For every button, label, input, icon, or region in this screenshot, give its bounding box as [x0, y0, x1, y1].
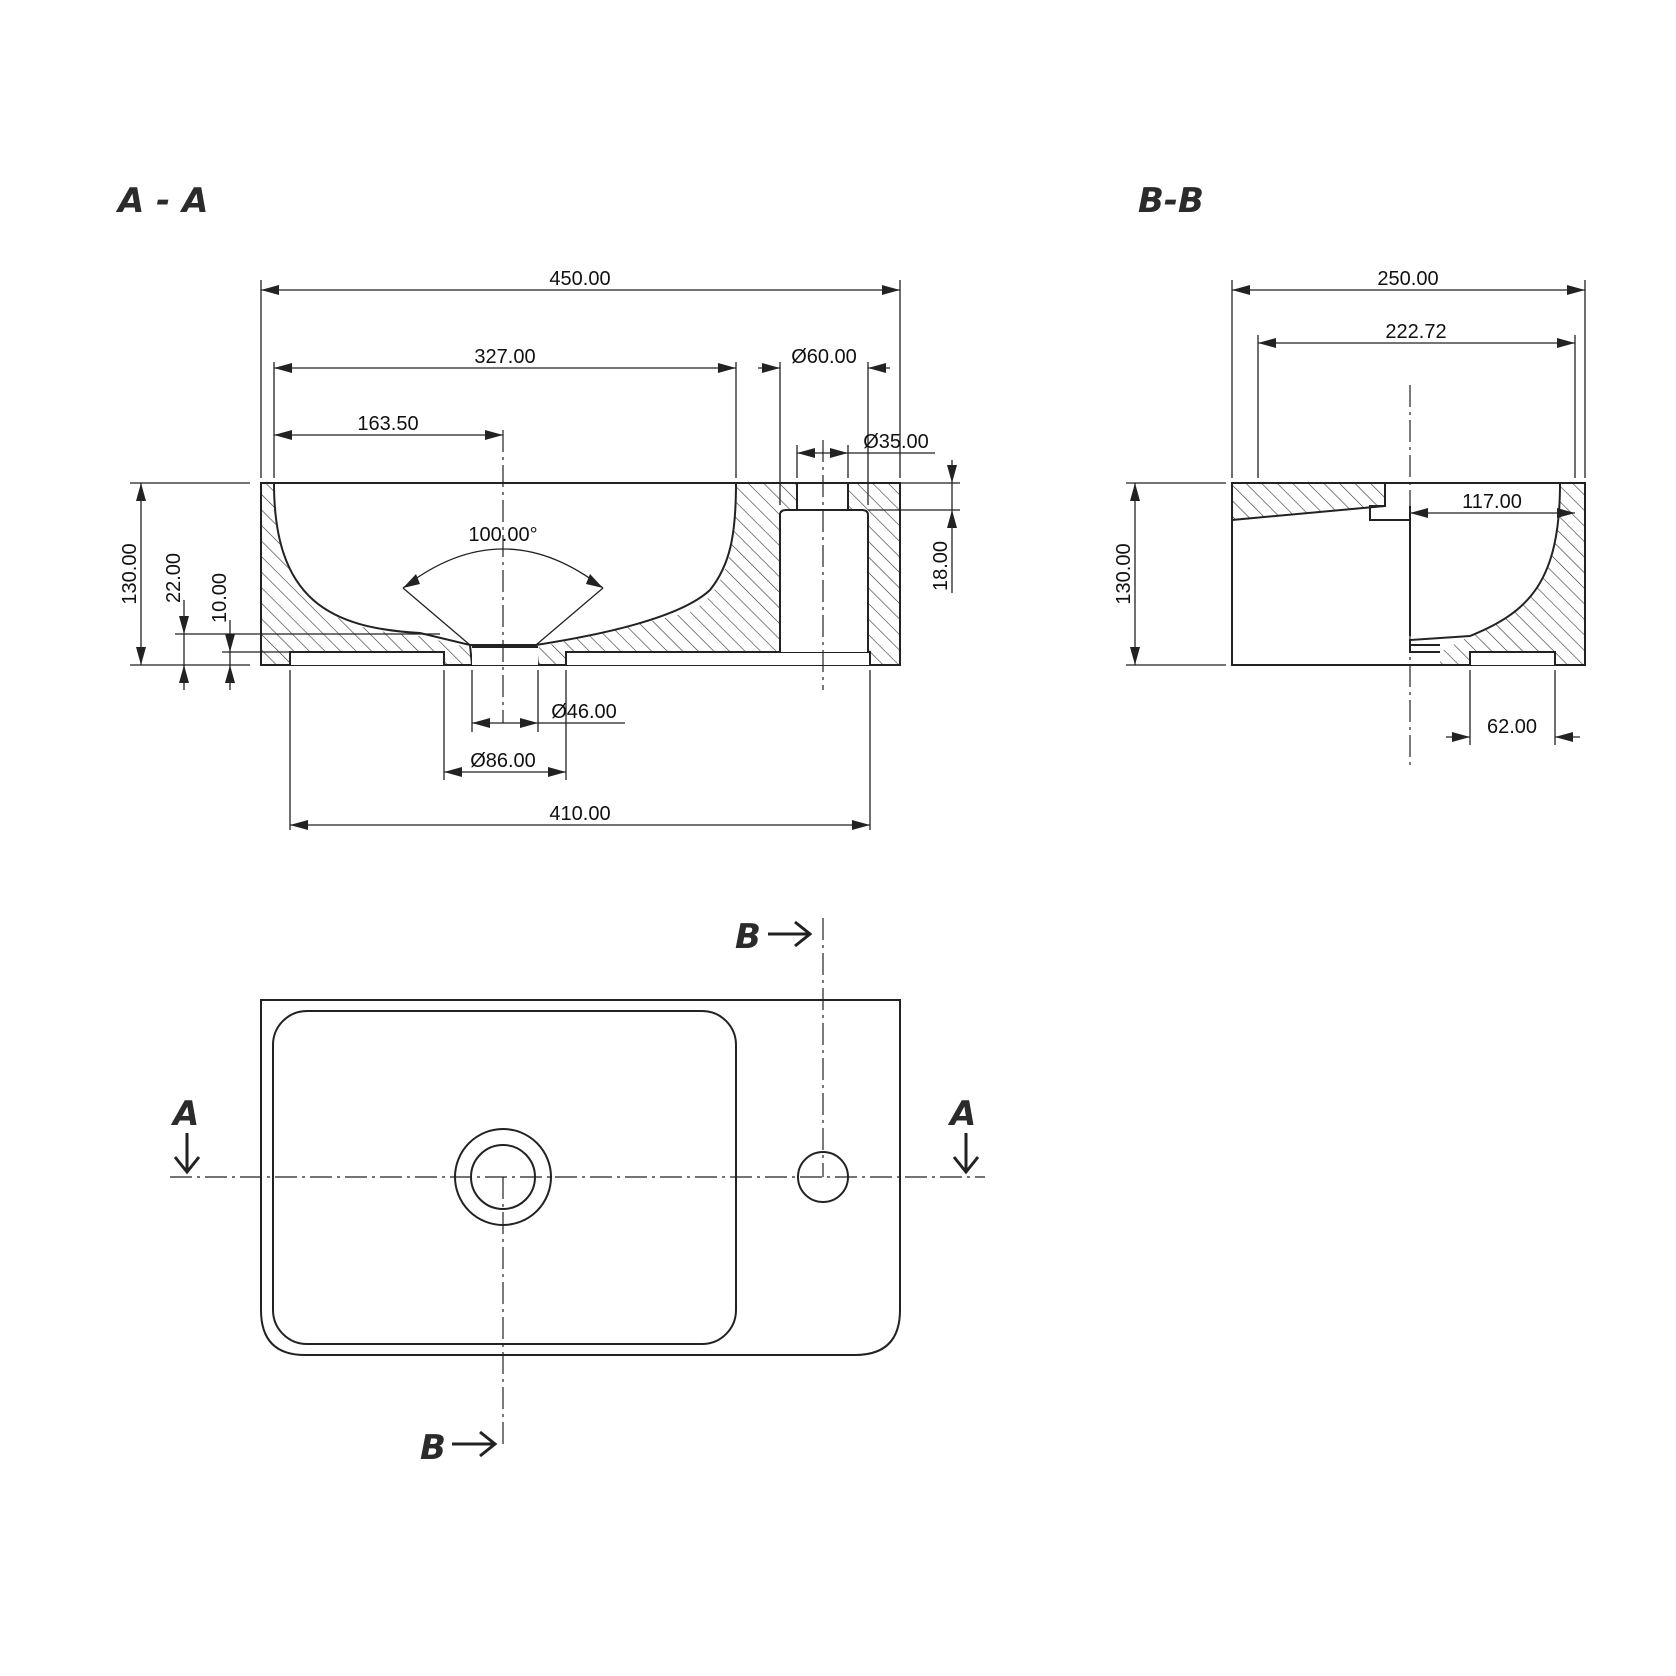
section-aa-title: A - A	[115, 181, 208, 221]
dim-bb-center-offset: 117.00	[1462, 491, 1522, 513]
base-recess	[289, 651, 871, 665]
dim-bb-foot-width: 62.00	[1487, 716, 1537, 738]
tap-hole	[779, 483, 869, 652]
dim-top-thickness: 18.00	[930, 541, 952, 591]
section-bb-hatched-wall	[1440, 483, 1585, 665]
section-aa-hatched-body	[261, 483, 900, 665]
cut-marker-b-bottom: B	[420, 1428, 446, 1468]
dim-tap-outer: Ø60.00	[791, 346, 857, 368]
plan-view: A A B B	[170, 917, 985, 1468]
dim-bb-height: 130.00	[1113, 543, 1135, 604]
dim-bottom-10: 10.00	[209, 573, 231, 623]
plan-outer-outline	[260, 999, 901, 1356]
dim-bb-overall-depth: 250.00	[1377, 268, 1438, 290]
dim-overall-width: 450.00	[549, 268, 610, 290]
dim-drain-angle: 100.00°	[468, 524, 537, 546]
section-bb-view: 250.00 222.72 117.00 130.00 62.00	[1113, 268, 1586, 765]
section-bb-hatched-top	[1232, 483, 1385, 520]
dim-drain-outer: Ø86.00	[470, 750, 536, 772]
dim-half-bowl: 163.50	[357, 413, 418, 435]
dim-drain-inner: Ø46.00	[551, 701, 617, 723]
dim-aa-height: 130.00	[119, 543, 141, 604]
dim-bottom-22: 22.00	[163, 553, 185, 603]
section-bb-title: B-B	[1138, 181, 1204, 221]
section-aa-view: 450.00 327.00 163.50 Ø60.00 Ø35.00 130.0…	[119, 268, 960, 830]
dim-bowl-width: 327.00	[474, 346, 535, 368]
cut-marker-b-top: B	[735, 917, 761, 957]
section-aa-bowl-curve	[273, 482, 737, 646]
dim-bb-bowl-depth: 222.72	[1385, 321, 1446, 343]
cut-marker-a-left: A	[170, 1094, 199, 1134]
dim-tap-inner: Ø35.00	[863, 431, 929, 453]
cut-marker-a-right: A	[947, 1094, 976, 1134]
drain-angle-arc	[402, 548, 604, 589]
dim-base-width: 410.00	[549, 803, 610, 825]
